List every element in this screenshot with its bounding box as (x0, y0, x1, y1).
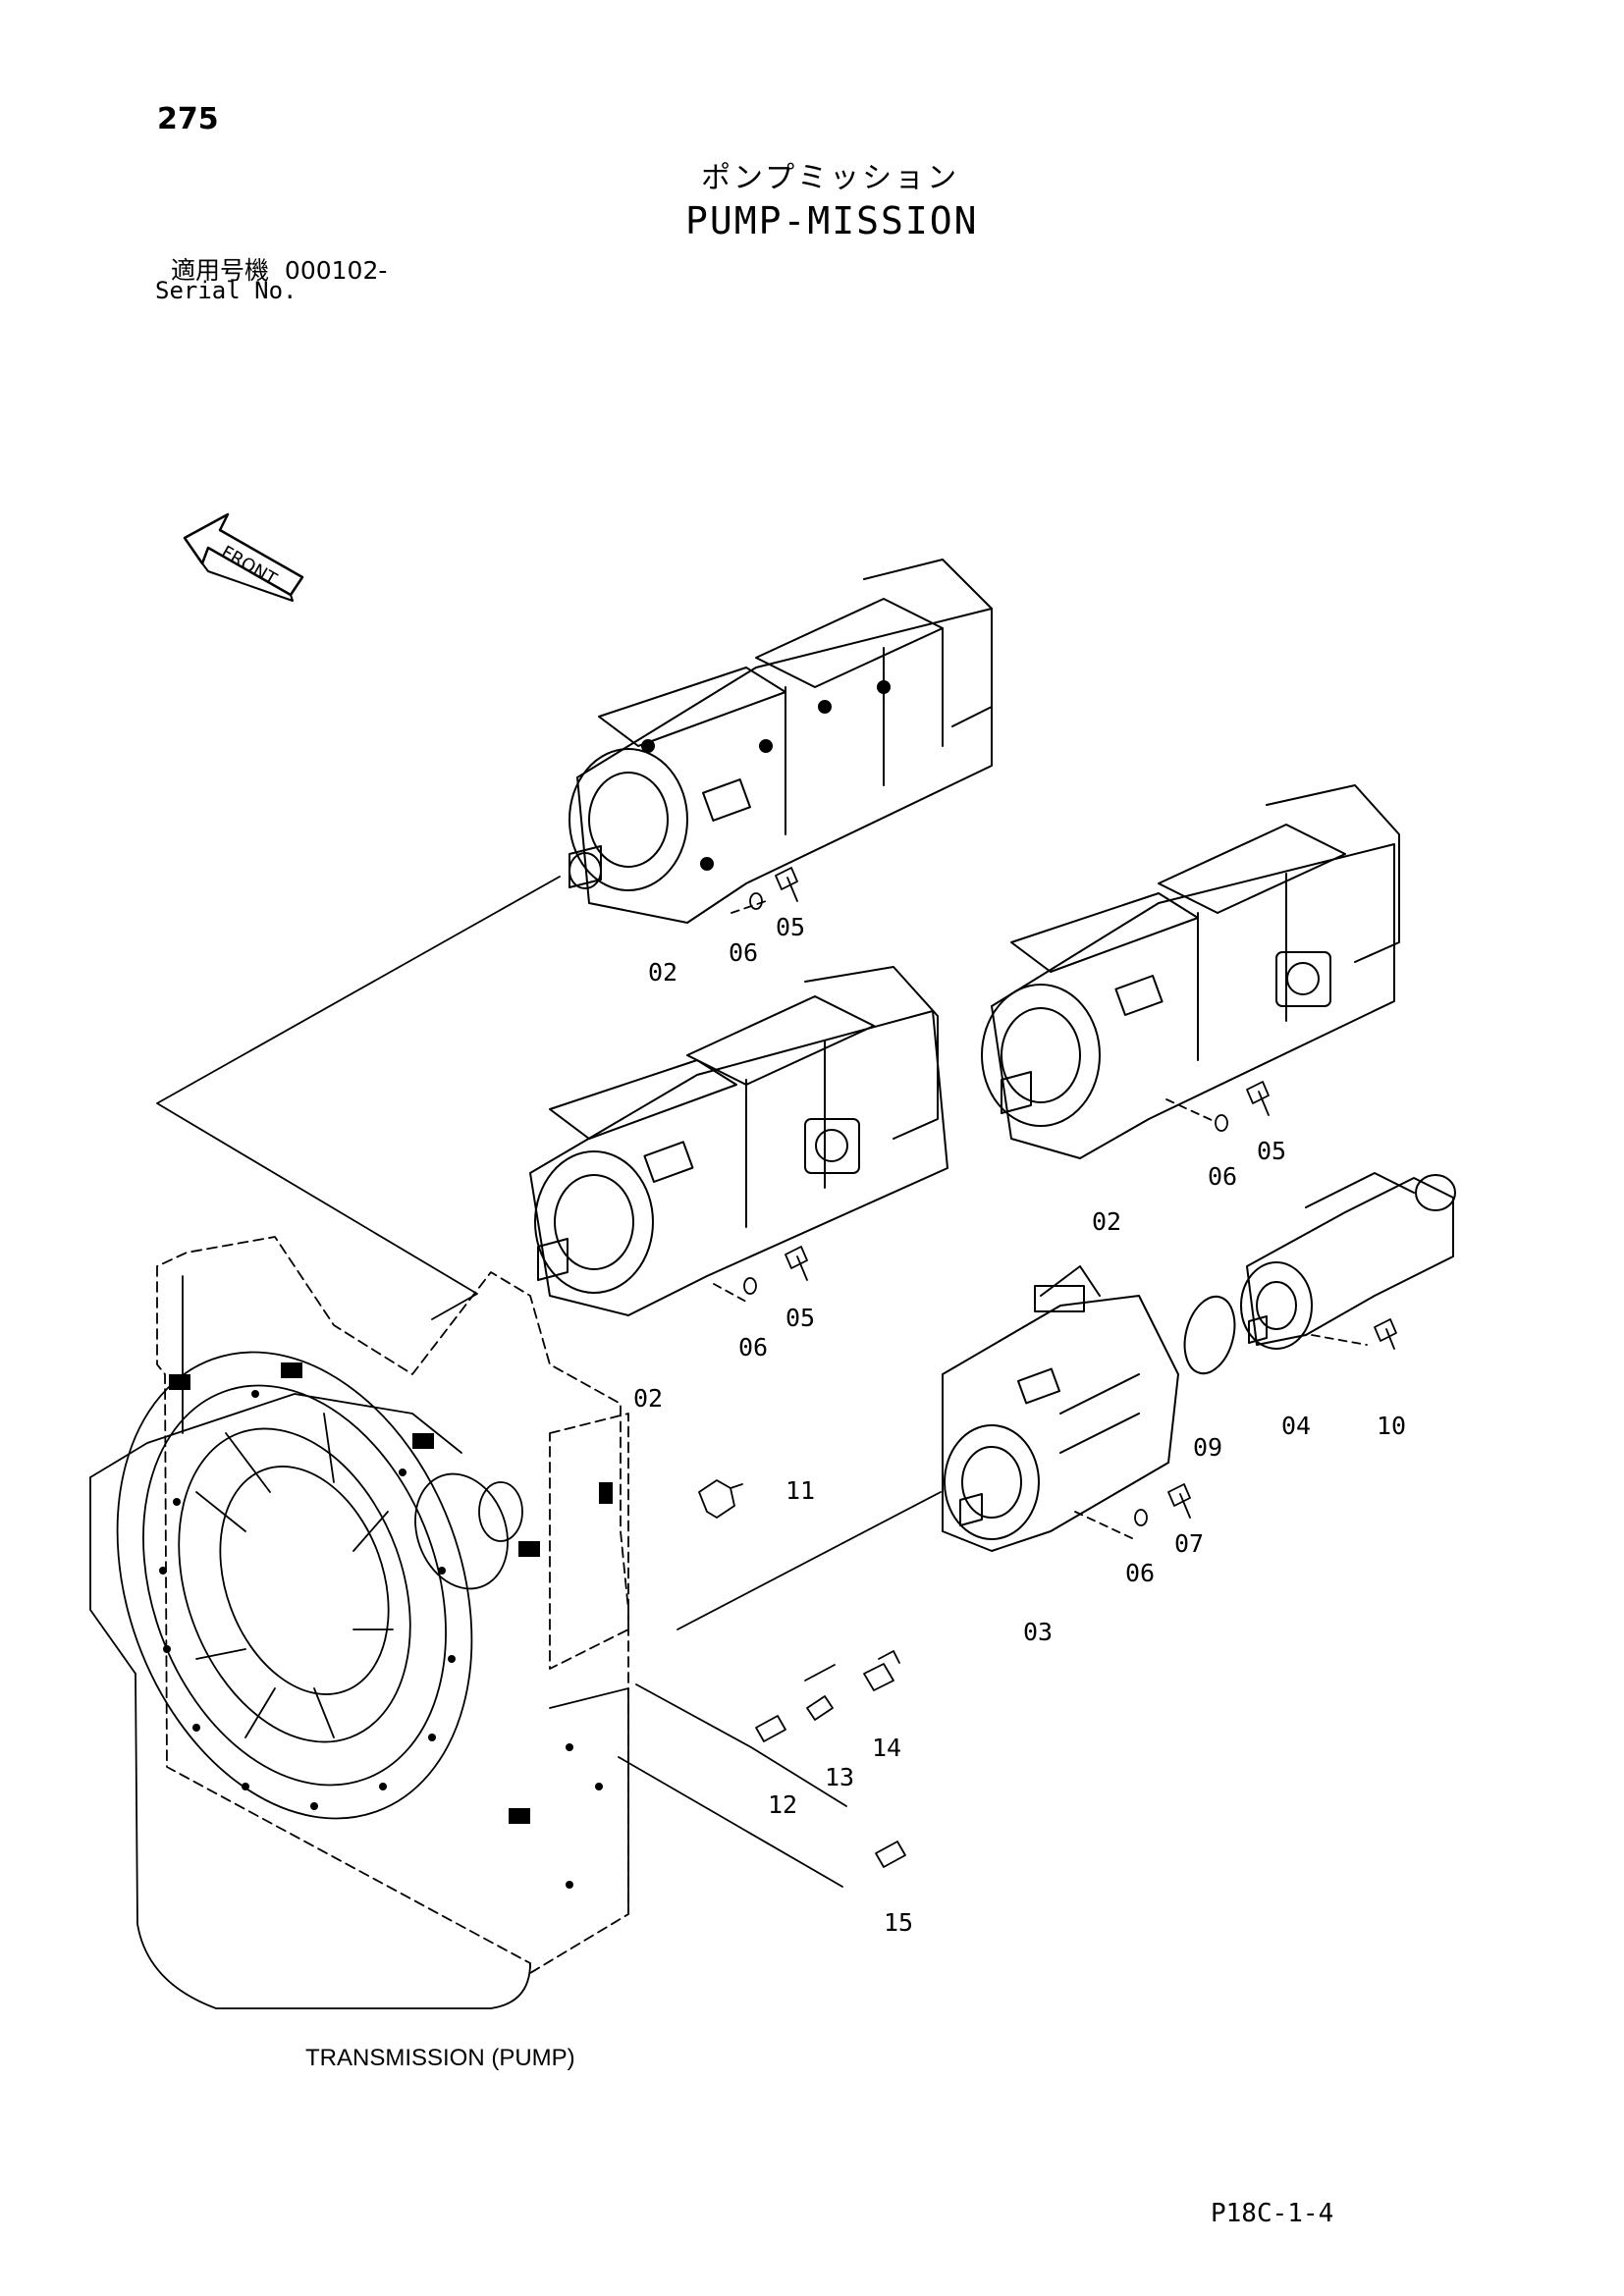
leader-lines (156, 876, 1368, 1888)
callout-03: 03 (1023, 1618, 1054, 1646)
callout-07: 07 (1174, 1529, 1205, 1558)
page-title: PUMP-MISSION (685, 199, 979, 242)
callout-12: 12 (768, 1790, 798, 1819)
callout-02-top: 02 (648, 958, 678, 987)
callout-09: 09 (1193, 1433, 1223, 1462)
callout-02-right: 02 (1092, 1207, 1122, 1236)
callout-06-lower: 06 (1125, 1559, 1156, 1587)
front-arrow-icon: FRONT (183, 512, 304, 602)
callout-14: 14 (872, 1734, 902, 1762)
callout-13: 13 (825, 1763, 855, 1791)
serial-number-value: 000102- (284, 256, 388, 285)
serial-label: Serial No. (155, 277, 298, 304)
callout-05-middle: 05 (785, 1304, 816, 1332)
transmission-caption: TRANSMISSION (PUMP) (305, 2045, 575, 2071)
callout-04: 04 (1281, 1412, 1312, 1440)
serial-label-japanese: 適用号機 000102- (171, 251, 387, 287)
main-pump-02-top (568, 559, 993, 924)
main-pump-02-right (981, 784, 1400, 1159)
callout-10: 10 (1377, 1412, 1407, 1440)
callout-11: 11 (785, 1476, 816, 1505)
callout-02-middle: 02 (633, 1384, 664, 1413)
main-pump-03 (942, 1265, 1179, 1552)
callout-05-top: 05 (776, 913, 806, 941)
page-title-japanese: ポンプミッション (701, 161, 960, 195)
page-number: 275 (157, 102, 219, 136)
fittings (698, 1479, 906, 1868)
callout-06-right: 06 (1208, 1162, 1238, 1191)
serial-label-jp-text: 適用号機 (171, 256, 270, 285)
page-reference: P18C-1-4 (1211, 2199, 1334, 2228)
callout-15: 15 (884, 1908, 914, 1937)
callout-06-middle: 06 (738, 1333, 769, 1362)
callout-05-right: 05 (1257, 1137, 1287, 1165)
main-pump-02-middle (529, 966, 948, 1316)
o-ring-09 (1183, 1295, 1236, 1375)
front-arrow-label: FRONT (218, 542, 282, 590)
pilot-pump-04 (1240, 1172, 1456, 1350)
callout-06-top: 06 (729, 938, 759, 967)
transmission-housing (89, 1236, 629, 2009)
bolts-and-washers (743, 867, 1397, 1526)
